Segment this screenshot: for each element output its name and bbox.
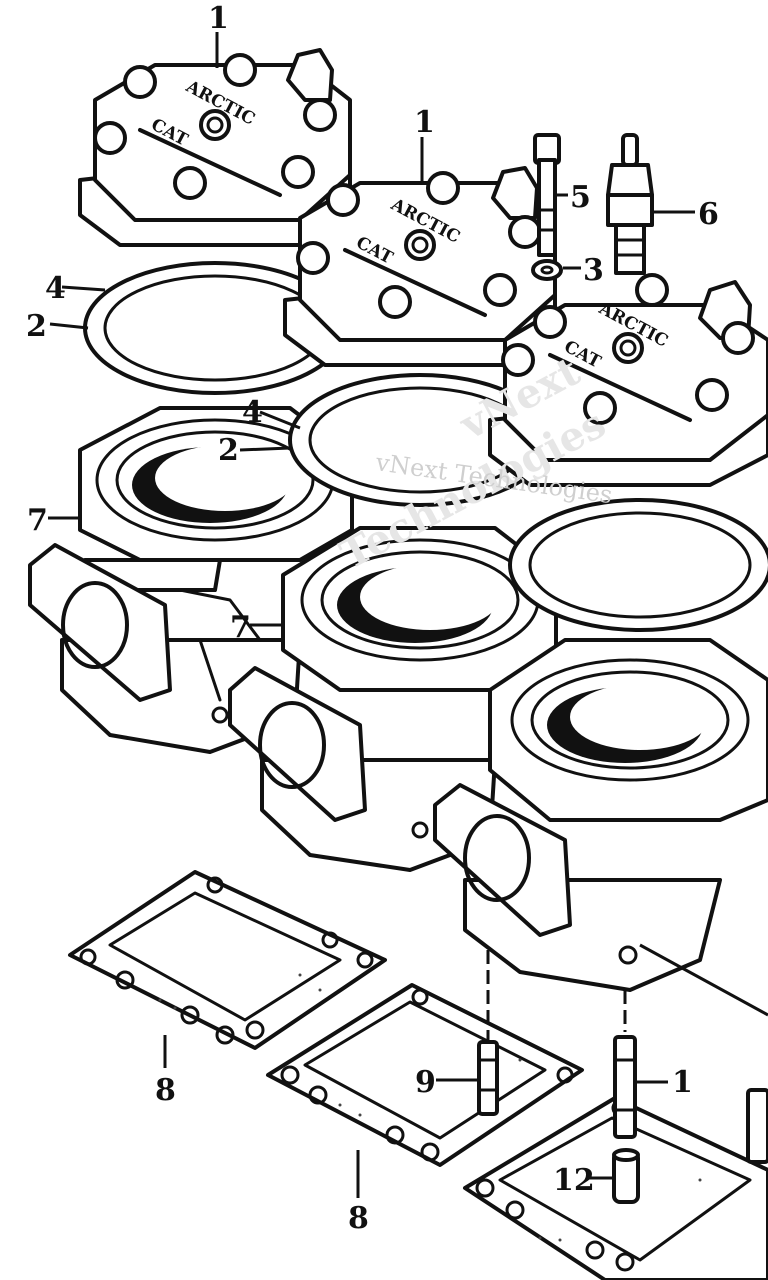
base-gasket-middle bbox=[266, 983, 584, 1167]
head-gasket-right bbox=[508, 498, 768, 632]
callout-12-dowel: 12 bbox=[553, 1163, 595, 1198]
stud-9 bbox=[477, 930, 499, 1116]
callout-2-gasket-left: 2 bbox=[26, 309, 47, 344]
callout-4-oring-middle: 4 bbox=[242, 395, 263, 430]
cylinder-right bbox=[433, 638, 768, 1017]
callout-2-gasket-middle: 2 bbox=[218, 433, 239, 468]
cylinder-head-middle: ARCTIC CAT bbox=[283, 166, 557, 367]
callout-6-spark-plug: 6 bbox=[698, 197, 719, 232]
callout-8-base-gasket-middle: 8 bbox=[348, 1201, 369, 1236]
spark-plug bbox=[606, 133, 654, 275]
cylinder-head-left: ARCTIC CAT bbox=[78, 48, 352, 247]
callout-7-cylinder-left: 7 bbox=[27, 503, 48, 538]
cylinder-head-right: ARCTIC CAT bbox=[488, 273, 768, 487]
callout-8-base-gasket-left: 8 bbox=[155, 1073, 176, 1108]
callout-1-head-left: 1 bbox=[208, 1, 229, 36]
stud-1 bbox=[613, 990, 637, 1139]
callout-7-cylinder-middle: 7 bbox=[230, 610, 251, 645]
dowel-pin-12 bbox=[612, 1148, 640, 1204]
base-gasket-left bbox=[68, 870, 387, 1050]
gasket-texture bbox=[158, 973, 702, 1242]
leader-lines bbox=[48, 32, 695, 1198]
callout-3-washer: 3 bbox=[583, 253, 604, 288]
washer bbox=[531, 259, 563, 281]
stud-right-edge bbox=[746, 1088, 768, 1164]
callout-1-stud: 1 bbox=[672, 1065, 693, 1100]
callout-4-oring-left: 4 bbox=[45, 271, 66, 306]
callout-1-head-middle: 1 bbox=[414, 105, 435, 140]
head-bolt bbox=[533, 133, 561, 257]
callout-5-bolt: 5 bbox=[570, 180, 591, 215]
callout-9-stud: 9 bbox=[415, 1065, 436, 1100]
